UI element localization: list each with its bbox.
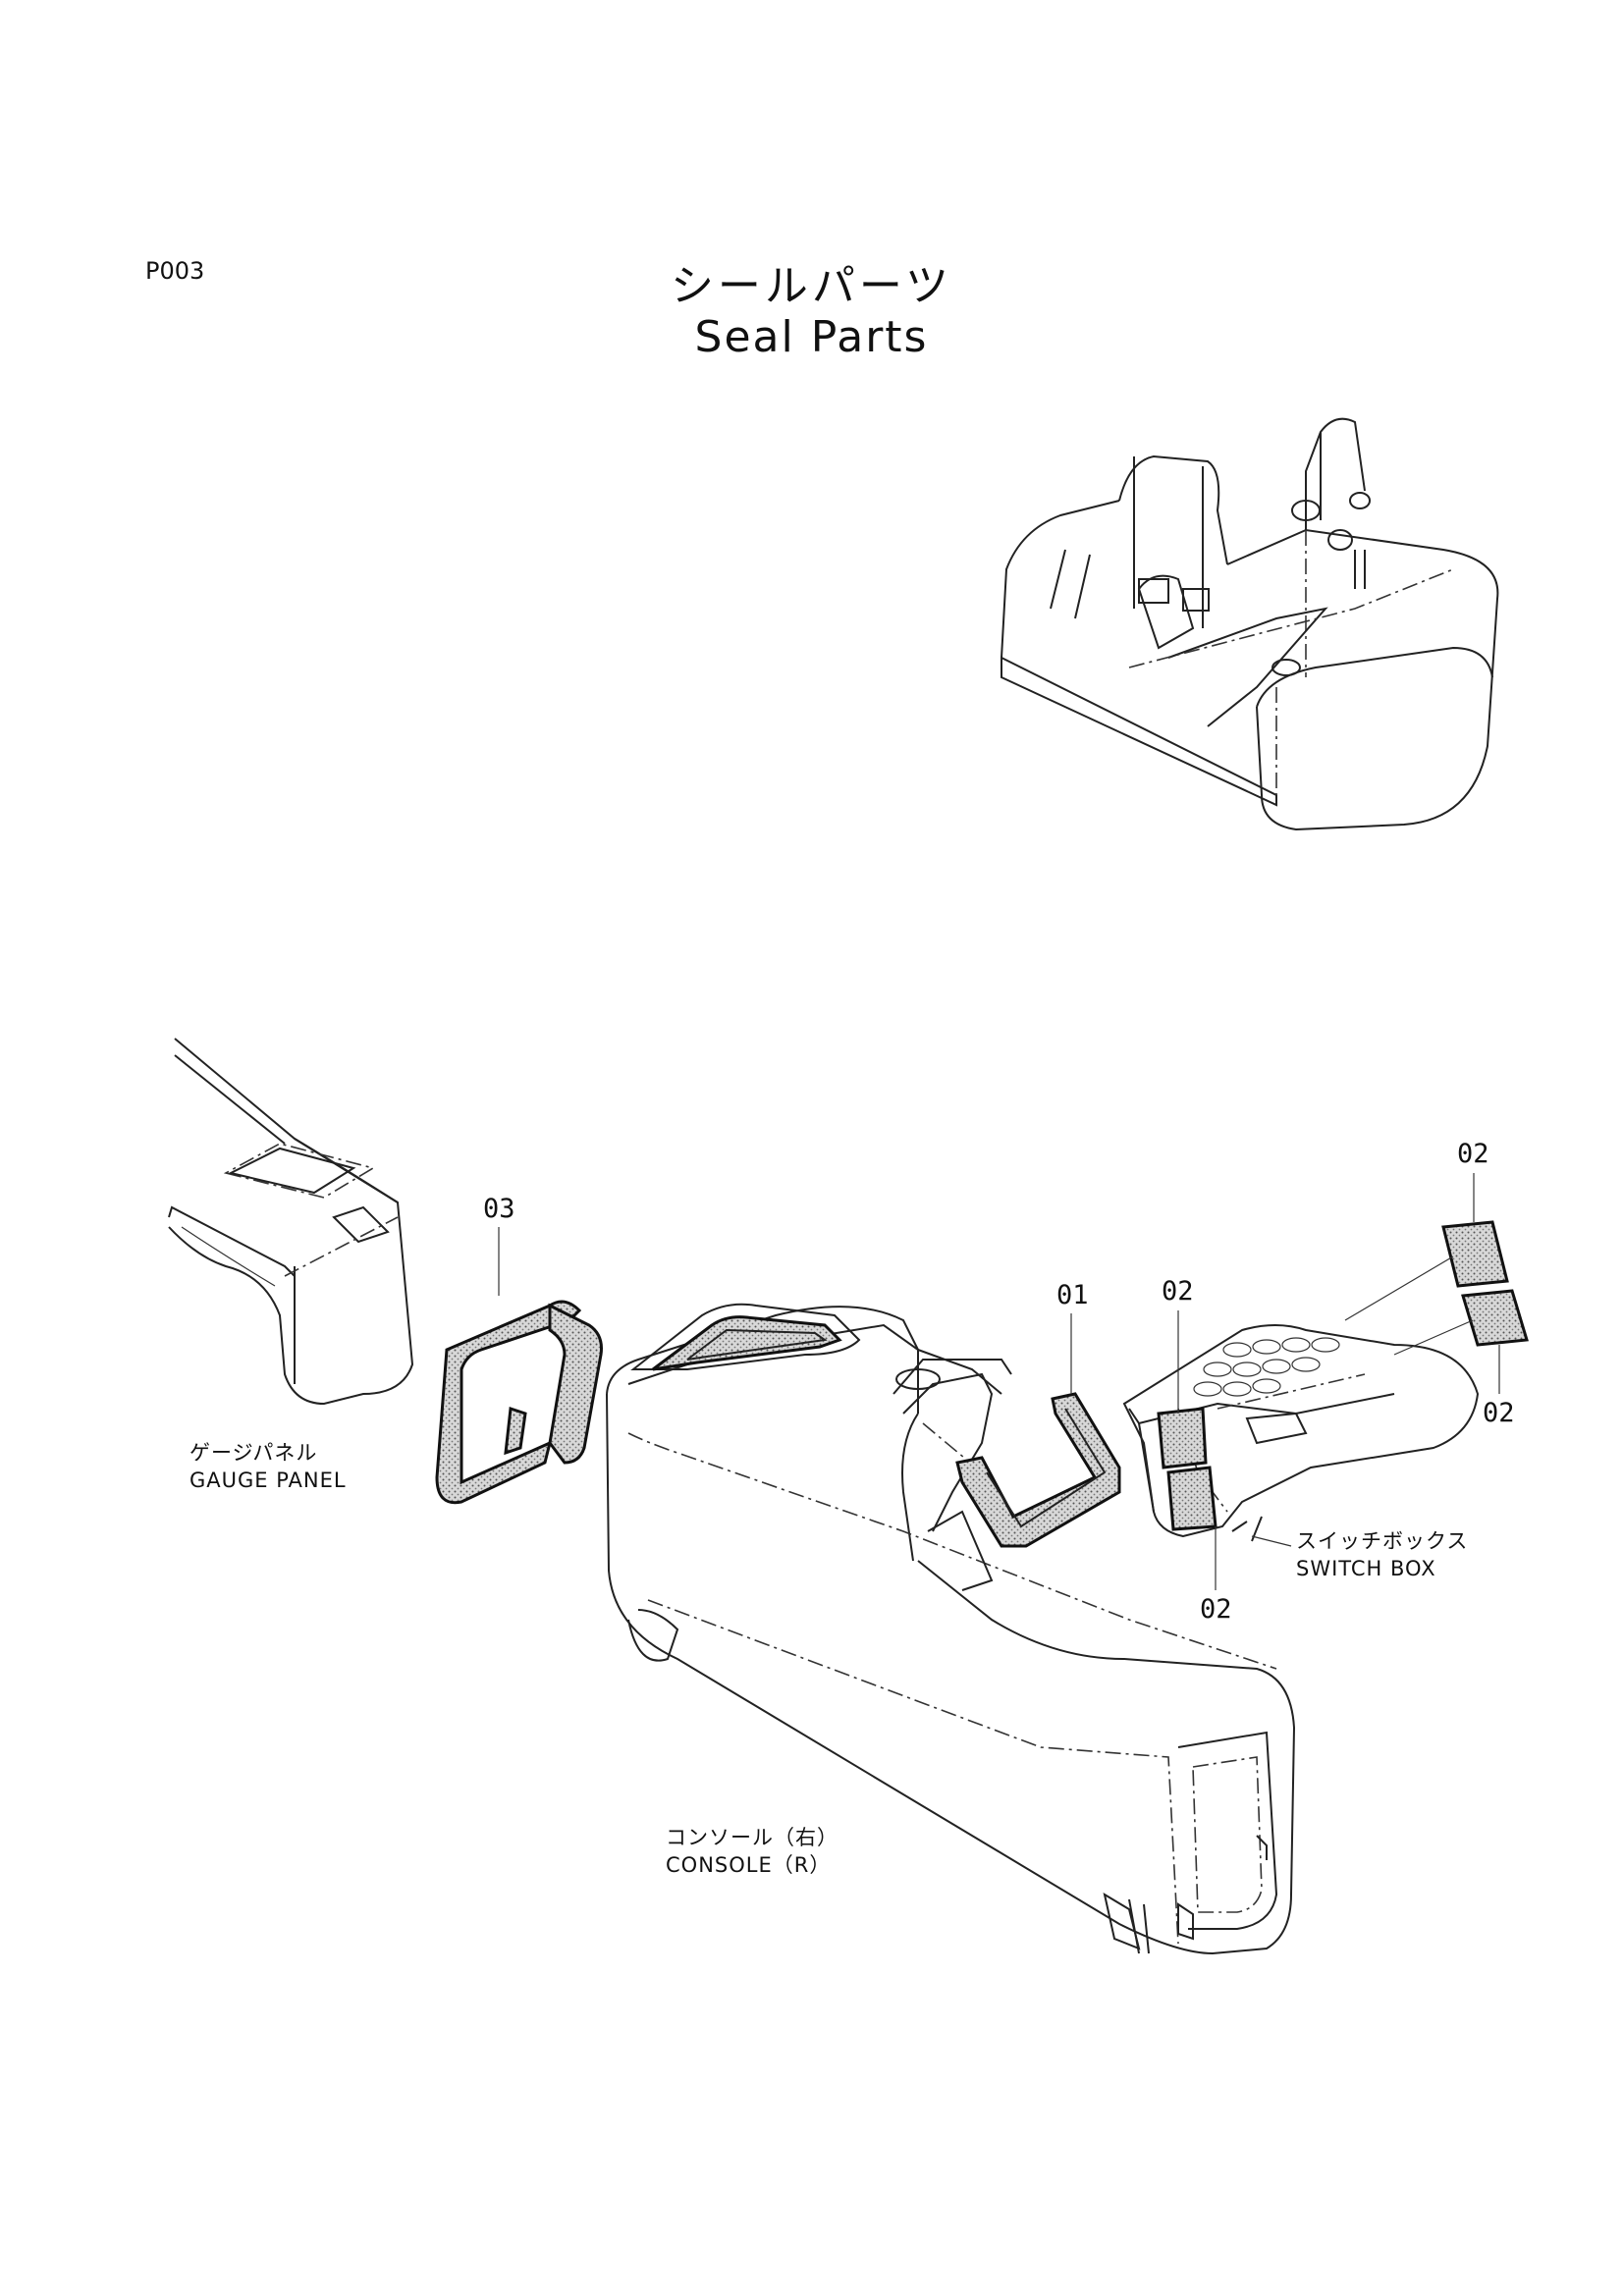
console-label-jp: コンソール（右） [666,1826,839,1849]
switch-box-label-jp: スイッチボックス [1296,1529,1469,1553]
switch-box-label-en: SWITCH BOX [1296,1557,1436,1580]
console-label: コンソール（右） CONSOLE（R） [666,1824,839,1879]
title-english: Seal Parts [694,312,929,362]
switch-box-label: スイッチボックス SWITCH BOX [1296,1527,1468,1582]
callout-02-right: 02 [1483,1398,1515,1428]
console-label-en: CONSOLE（R） [666,1853,832,1877]
seal-03-drawing [435,1300,603,1505]
gauge-panel-drawing [168,1038,414,1406]
gauge-panel-label-en: GAUGE PANEL [189,1468,347,1492]
leader-lines [498,1173,1500,1590]
callout-02-mid: 02 [1162,1276,1194,1307]
callout-03: 03 [483,1194,515,1224]
machine-overview-drawing [1001,417,1499,831]
gauge-panel-label: ゲージパネル GAUGE PANEL [189,1439,347,1494]
gauge-panel-label-jp: ゲージパネル [189,1441,318,1465]
page-code: P003 [145,257,205,285]
callout-02-top: 02 [1457,1139,1489,1169]
title-japanese: シールパーツ [670,261,953,311]
callout-01: 01 [1056,1280,1089,1310]
switch-box-drawing [1122,1220,1529,1542]
seal-01-drawing [955,1392,1121,1548]
callout-02-bottom: 02 [1200,1594,1232,1625]
